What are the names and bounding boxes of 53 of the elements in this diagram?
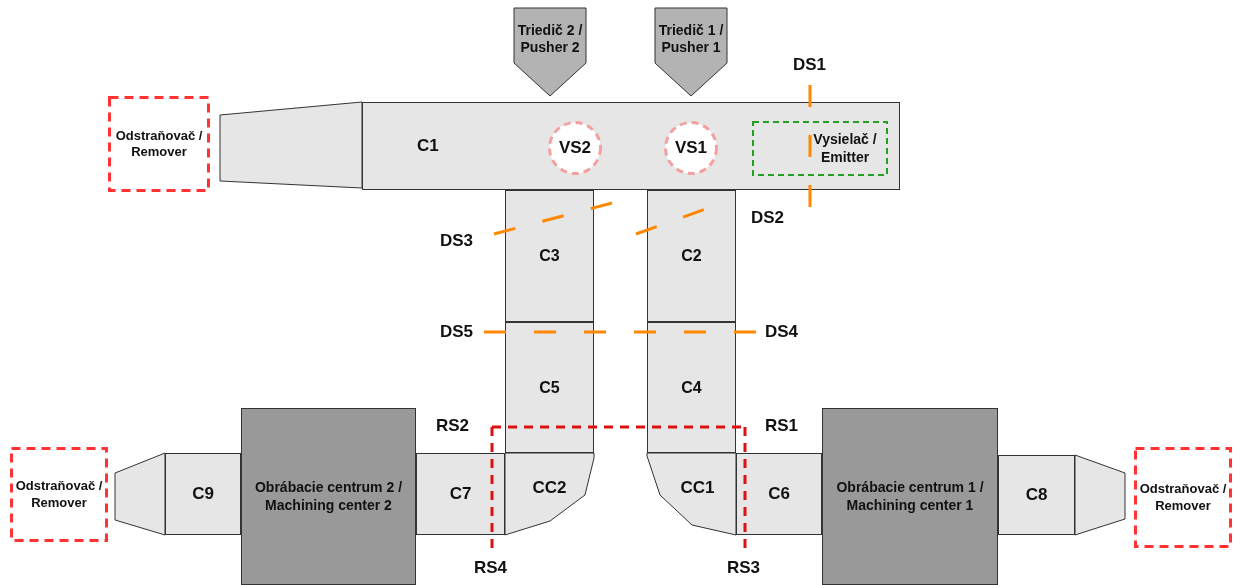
node-label: C8 (1025, 484, 1048, 506)
machining-center (241, 408, 416, 585)
machining-center (822, 408, 998, 585)
remover-zone (1134, 447, 1232, 548)
pusher-block (655, 8, 727, 96)
sensor-label: RS3 (727, 558, 761, 578)
conveyor-segment (647, 190, 736, 322)
node-label: C9 (192, 483, 214, 505)
node-label: C3 (539, 246, 560, 266)
node-label: C1 (417, 135, 439, 157)
remover-zone (108, 96, 210, 192)
node-label: Obrábacie centrum 1 / Machining center 1 (835, 479, 985, 514)
node-label: C2 (681, 246, 702, 266)
node-label: CC1 (679, 477, 715, 500)
node-label: C5 (539, 377, 560, 398)
node-label: VS2 (558, 137, 592, 159)
sensor-label: DS4 (765, 322, 799, 342)
node-label: Triedič 1 / Pusher 1 (657, 21, 725, 57)
node-label: VS1 (674, 137, 708, 159)
conveyor-segment (165, 453, 241, 535)
tapered-conveyor (220, 102, 362, 188)
conveyor-segment (416, 453, 505, 535)
sensor-label: RS1 (765, 416, 799, 436)
sensor-label: DS1 (793, 55, 827, 75)
node-label: C7 (449, 483, 472, 505)
sensor-label: DS3 (440, 231, 474, 251)
curved-conveyor (505, 453, 594, 535)
sensor-label: DS5 (440, 322, 474, 342)
tapered-conveyor (1075, 455, 1125, 535)
pusher-block (514, 8, 586, 96)
remover-zone (10, 447, 108, 542)
conveyor-segment (736, 453, 822, 535)
node-label: Vysielač / Emitter (812, 131, 878, 166)
node-label: CC2 (532, 477, 567, 500)
sensor-label: DS2 (751, 208, 785, 228)
node-label: Obrábacie centrum 2 / Machining center 2 (253, 479, 404, 514)
sensor-circle (664, 121, 718, 175)
sensor-circle (548, 121, 602, 175)
node-label: Triedič 2 / Pusher 2 (516, 21, 584, 57)
node-label: Odstraňovač / Remover (1138, 481, 1228, 514)
conveyor-segment (505, 322, 594, 453)
conveyor-segment (505, 190, 594, 322)
node-label: Odstraňovač / Remover (114, 127, 204, 161)
tapered-conveyor (115, 453, 165, 535)
conveyor-segment (647, 322, 736, 453)
conveyor-segment (998, 455, 1075, 535)
curved-conveyor (647, 453, 736, 535)
emitter-zone (752, 121, 888, 176)
sensor-label: RS4 (474, 558, 508, 578)
node-label: C4 (681, 377, 702, 398)
node-label: Odstraňovač / Remover (14, 478, 104, 511)
node-label: C6 (768, 483, 790, 505)
sensor-label: RS2 (436, 416, 470, 436)
